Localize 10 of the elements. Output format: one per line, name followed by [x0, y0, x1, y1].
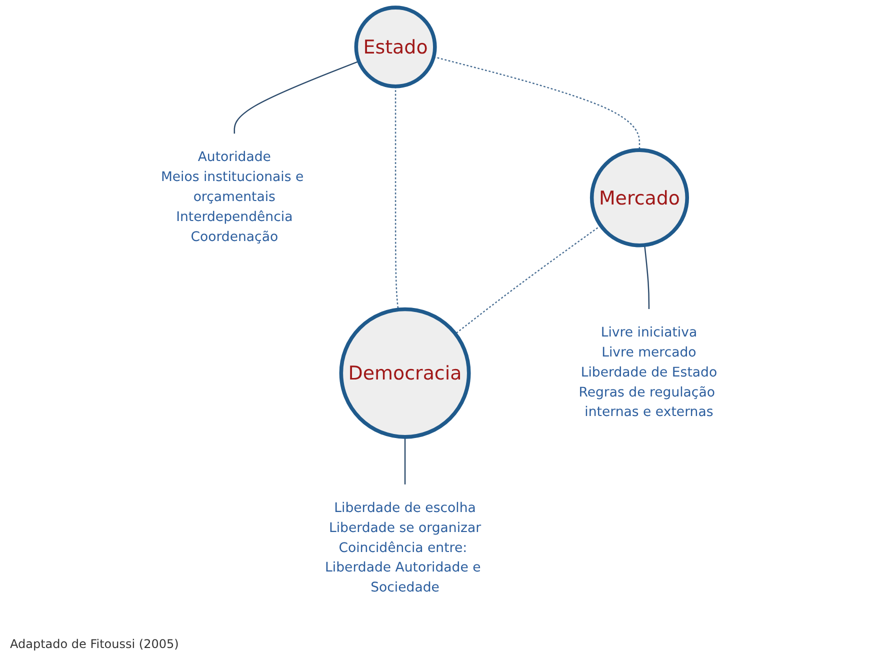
connector: [404, 436, 406, 484]
node-text: Livre iniciativa Livre mercado Liberdade de Estado Regras de regulação internas e externas: [579, 325, 718, 420]
connector: [234, 60, 360, 134]
caption: Adaptado de Fitoussi (2005): [10, 637, 179, 651]
node-circle: Estado: [354, 6, 438, 88]
connector: [644, 245, 650, 310]
node-text: Liberdade de escolha Liberdade se organizar Coincidência entre: Liberdade Autoridade e Sociedade: [325, 500, 482, 596]
node-circle: Democracia: [340, 307, 472, 439]
node-text: Autoridade Meios institucionais e orçamentais Interdependência Coordenação: [161, 150, 304, 245]
node-circle: Mercado: [590, 148, 690, 248]
